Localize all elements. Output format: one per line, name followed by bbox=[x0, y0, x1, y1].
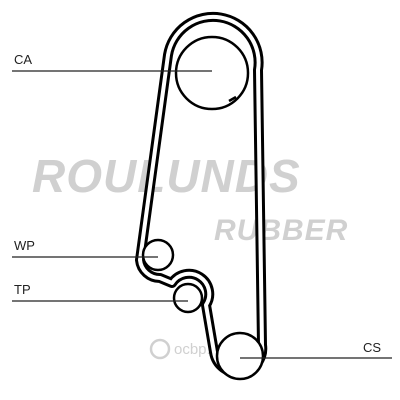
camshaft-timing-mark bbox=[228, 95, 237, 103]
pulley-crankshaft bbox=[215, 331, 265, 381]
pulley-tensioner bbox=[172, 282, 204, 314]
label-tp: TP bbox=[14, 282, 31, 297]
label-ca: CA bbox=[14, 52, 32, 67]
watermark: ROULUNDS RUBBER ocbp.ru bbox=[32, 150, 348, 360]
pulley-camshaft bbox=[174, 35, 250, 111]
label-wp: WP bbox=[14, 238, 35, 253]
watermark-site-ring-icon bbox=[149, 338, 171, 360]
label-cs: CS bbox=[363, 340, 381, 355]
leader-lines bbox=[12, 70, 392, 359]
pulley-water-pump bbox=[141, 238, 175, 272]
watermark-brand-rubber: RUBBER bbox=[214, 214, 348, 247]
